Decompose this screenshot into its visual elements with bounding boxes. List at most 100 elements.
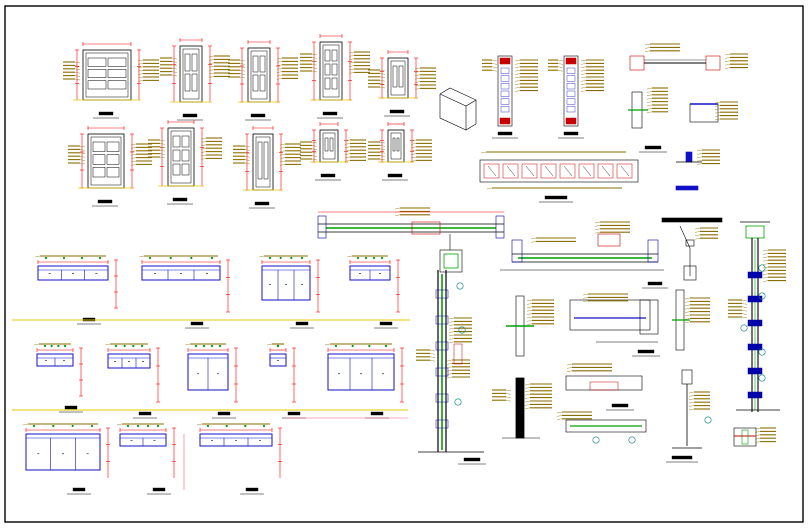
- annotation-leader: [644, 47, 651, 49]
- annotation-leader: [644, 43, 651, 46]
- sill-detail: [453, 343, 463, 365]
- tag-marker: [50, 344, 53, 348]
- door-leaf: [255, 136, 271, 188]
- annotation-leader: [348, 58, 355, 60]
- tag-marker: [148, 256, 152, 260]
- tag-marker: [206, 424, 210, 428]
- door-panel: [106, 141, 120, 152]
- annotation-leader: [684, 301, 691, 303]
- door-panel: [107, 80, 127, 90]
- annotation-leader: [130, 160, 137, 163]
- annotation-leader: [138, 255, 145, 258]
- transom-box: [639, 299, 659, 335]
- annotation-leader: [137, 59, 144, 62]
- detail-bubble: [628, 436, 636, 444]
- tag-marker: [169, 256, 172, 260]
- annotation-leader: [394, 207, 401, 210]
- annotation-leader: [446, 359, 453, 362]
- annotation-leader: [505, 393, 512, 395]
- annotation-leader: [348, 68, 355, 71]
- tag-marker: [218, 344, 222, 348]
- frame-cell: [597, 163, 614, 179]
- frame-hatch: [601, 165, 611, 177]
- door-panel: [252, 55, 259, 73]
- frame-hatch: [620, 165, 630, 177]
- annotation-leader: [348, 72, 355, 74]
- annotation-leader: [448, 321, 455, 323]
- annotation-leader: [646, 101, 653, 103]
- annotation-leader: [714, 105, 721, 107]
- annotation-leader: [74, 75, 81, 77]
- annotation-leader: [137, 76, 144, 79]
- drawing-title-bar: [152, 487, 166, 492]
- annotation-leader: [684, 297, 691, 300]
- door-leaf: [390, 132, 402, 160]
- drawing-title-bar: [320, 173, 336, 178]
- frame-glazing: [500, 90, 510, 97]
- wall-anchor: [435, 289, 449, 299]
- frame-details-group: [479, 43, 748, 203]
- drawing-title-bar: [497, 131, 513, 136]
- annotation-leader: [344, 143, 351, 145]
- annotation-leader: [491, 59, 498, 62]
- drawing-title-bar: [172, 197, 188, 202]
- door-elevation-icon: [228, 40, 298, 121]
- annotation-leader: [311, 148, 318, 150]
- detail-bubble: [758, 348, 766, 356]
- annotation-leader: [79, 145, 86, 148]
- annotation-leader: [414, 81, 421, 83]
- tag-marker: [52, 424, 55, 428]
- cabinet-elevation-icon: [116, 423, 176, 495]
- sill-section: [689, 103, 719, 123]
- bracket-line: [679, 225, 691, 249]
- tag-marker: [156, 424, 160, 428]
- door-frame: [179, 45, 203, 103]
- annotation-leader: [159, 150, 166, 152]
- cabinet-body: [37, 265, 109, 281]
- annotation-leader: [311, 145, 318, 147]
- annotation-leader: [239, 66, 246, 68]
- sill-section: [565, 419, 647, 433]
- annotation-leader: [429, 360, 436, 362]
- annotation-leader: [276, 61, 283, 63]
- annotation-leader: [526, 316, 533, 319]
- annotation-leader: [279, 157, 286, 159]
- annotation-leader: [379, 76, 386, 78]
- frame-glazing: [566, 106, 576, 113]
- annotation-leader: [754, 438, 761, 440]
- annotation-leader: [311, 60, 318, 62]
- annotation-leader: [258, 255, 265, 258]
- door-frame: [319, 129, 339, 163]
- annotation-leader: [311, 141, 318, 144]
- door-panel: [181, 149, 190, 162]
- annotation-leader: [446, 376, 453, 379]
- annotation-leader: [524, 390, 531, 392]
- annotation-leader: [279, 150, 286, 152]
- head-section: [745, 225, 765, 239]
- door-elevation-icon: [148, 120, 222, 205]
- detail-bubble: [758, 374, 766, 382]
- annotation-leader: [244, 152, 251, 154]
- frame-head: [565, 57, 577, 65]
- annotation-leader: [688, 408, 695, 411]
- annotation-leader: [208, 69, 215, 71]
- frame-hatch: [525, 165, 535, 177]
- annotation-leader: [311, 155, 318, 157]
- cabinet-elevation-icon: [33, 343, 83, 413]
- cabinet-elevation-icon: [184, 343, 238, 419]
- annotation-leader: [684, 308, 691, 310]
- annotation-leader: [346, 255, 353, 258]
- annotation-leader: [311, 152, 318, 154]
- mullion-detail-icon: [548, 55, 604, 139]
- annotation-leader: [200, 141, 207, 143]
- annotation-leader: [446, 373, 453, 375]
- annotation-leader: [514, 59, 521, 62]
- annotation-leader: [505, 396, 512, 398]
- frame-hatch: [563, 165, 573, 177]
- annotation-leader: [324, 343, 331, 346]
- base-detail: [733, 427, 757, 447]
- annotation-leader: [524, 400, 531, 403]
- annotation-leader: [696, 153, 703, 155]
- threshold-insert: [589, 381, 619, 391]
- annotation-leader: [741, 303, 748, 305]
